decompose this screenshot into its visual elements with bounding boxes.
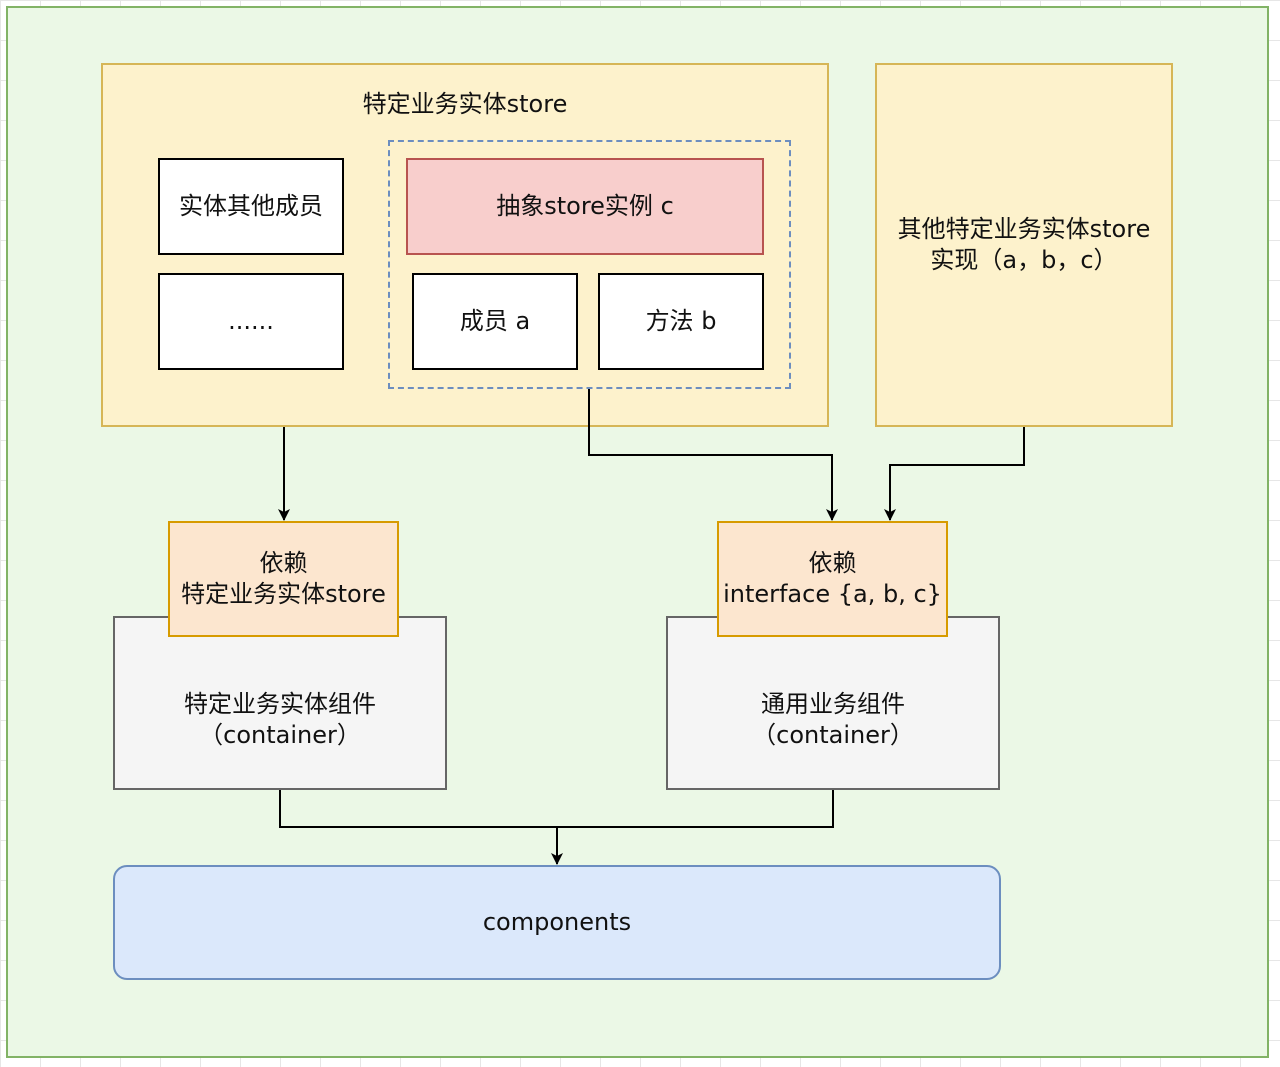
components-label: components [482, 908, 632, 936]
depends-interface-box[interactable]: 依赖 interface {a, b, c} [717, 521, 948, 637]
entity-other-members-box[interactable]: 实体其他成员 [158, 158, 344, 255]
ellipsis-label: ...... [228, 307, 274, 335]
depends-specific-store-box[interactable]: 依赖 特定业务实体store [168, 521, 399, 637]
generic-container-box[interactable]: 通用业务组件 （container） [666, 616, 1000, 790]
other-store-implementation-box[interactable]: 其他特定业务实体store 实现（a，b，c） [875, 63, 1173, 427]
edge-abstract-group-to-depends-interface [588, 389, 838, 521]
abstract-store-group[interactable] [388, 140, 791, 389]
member-a-label: 成员 a [459, 307, 531, 335]
edge-other-store-to-depends-interface [884, 427, 1025, 521]
abstract-store-instance-label: 抽象store实例 c [496, 192, 674, 220]
specific-store-title: 特定业务实体store [362, 90, 568, 118]
other-store-implementation-label: 其他特定业务实体store 实现（a，b，c） [897, 215, 1151, 274]
specific-container-label: 特定业务实体组件 （container） [184, 690, 376, 749]
edge-specific-container-to-components [279, 790, 563, 865]
edge-generic-container-to-components [557, 790, 834, 828]
ellipsis-box[interactable]: ...... [158, 273, 344, 370]
components-box[interactable]: components [113, 865, 1001, 980]
abstract-store-instance-box[interactable]: 抽象store实例 c [406, 158, 764, 255]
method-b-label: 方法 b [645, 307, 717, 335]
depends-specific-store-label: 依赖 特定业务实体store [181, 549, 386, 608]
generic-container-label: 通用业务组件 （container） [752, 690, 914, 749]
method-b-box[interactable]: 方法 b [598, 273, 764, 370]
member-a-box[interactable]: 成员 a [412, 273, 578, 370]
entity-other-members-label: 实体其他成员 [179, 192, 323, 220]
depends-interface-label: 依赖 interface {a, b, c} [723, 549, 942, 608]
